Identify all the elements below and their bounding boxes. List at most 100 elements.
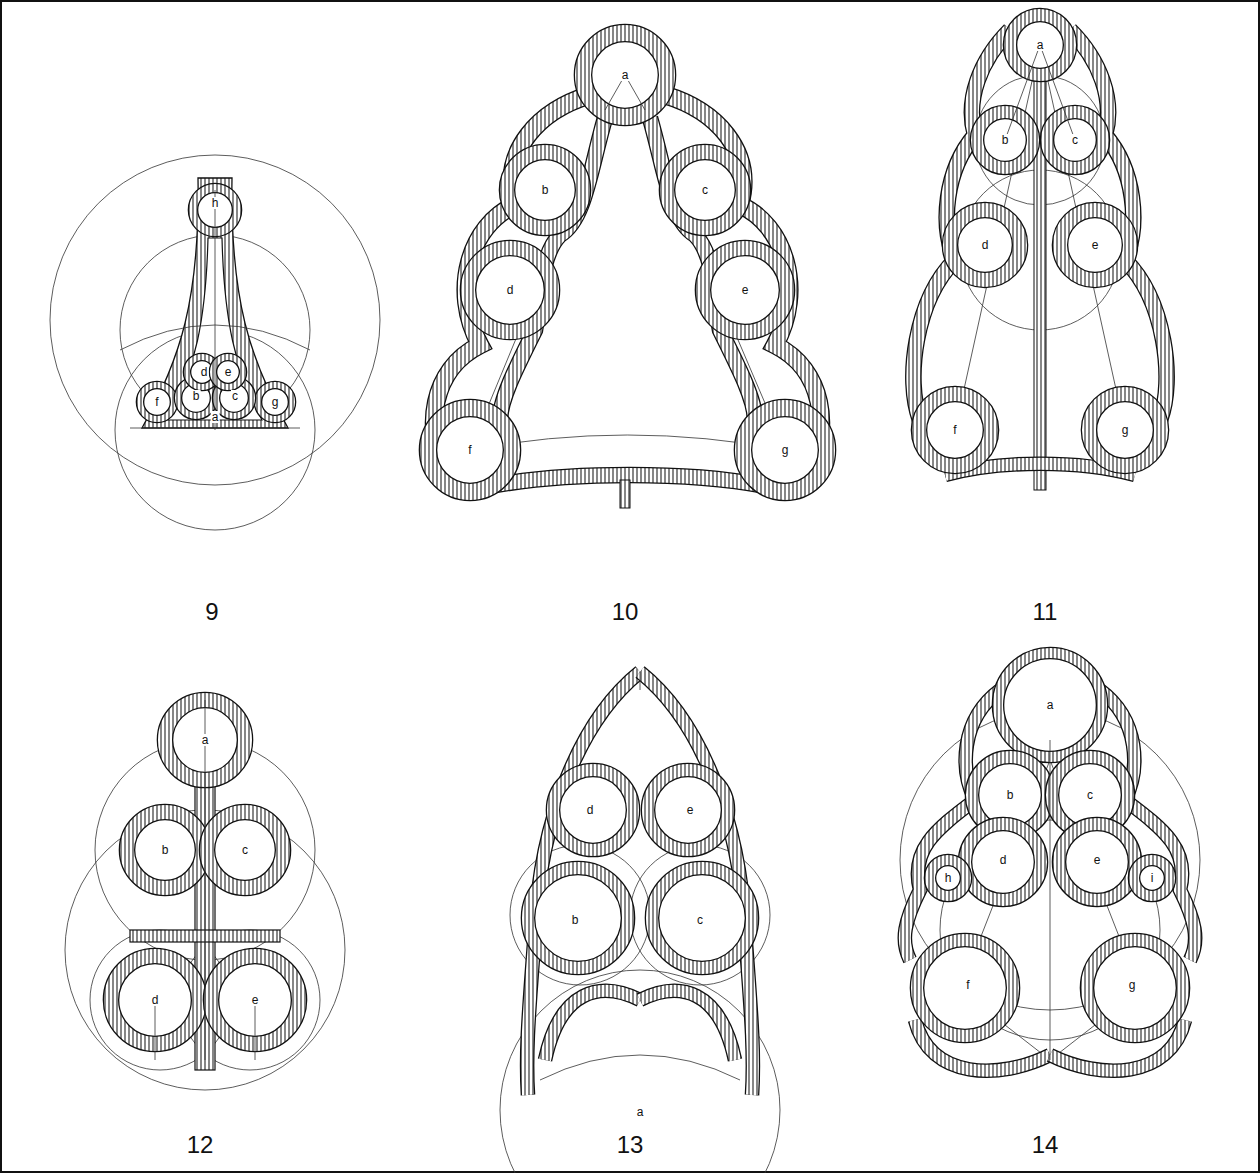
point-letter: a	[1036, 39, 1045, 51]
foil-bar	[965, 824, 1041, 900]
foil-bar	[553, 770, 633, 850]
foil-bar	[1010, 15, 1070, 75]
construction-line	[130, 428, 300, 429]
point-letter: c	[696, 914, 704, 926]
foil-bar	[1047, 112, 1103, 168]
point-letter: e	[1091, 239, 1100, 251]
tracery-bar	[545, 991, 640, 1060]
foil-bar	[507, 152, 583, 228]
point-letter: e	[224, 366, 233, 378]
construction-line	[155, 1000, 156, 1060]
tracery-bar	[640, 672, 753, 1095]
foil-edge	[213, 357, 243, 387]
construction-arc	[120, 325, 310, 350]
construction-line	[640, 672, 641, 690]
foil-edge	[207, 812, 283, 888]
foil-bar	[667, 152, 743, 228]
foil-edge	[652, 868, 752, 968]
figure-number: 14	[1032, 1133, 1059, 1157]
foil-edge	[140, 385, 174, 419]
point-letter: b	[571, 914, 580, 926]
bar-edge	[545, 991, 640, 1060]
foil-edge	[667, 152, 743, 228]
foil-bar	[583, 33, 667, 117]
foil-bar	[648, 770, 728, 850]
point-letter: b	[192, 390, 201, 402]
foil-bar	[207, 812, 283, 888]
foil-edge	[507, 152, 583, 228]
point-letter: a	[1046, 699, 1055, 711]
figure-number: 9	[205, 600, 218, 624]
foil-bar	[428, 408, 512, 492]
point-letter: e	[741, 284, 750, 296]
foil-edge	[1060, 210, 1130, 280]
foil-bar	[213, 357, 243, 387]
point-letter: c	[241, 844, 249, 856]
foil-bar	[1134, 860, 1170, 896]
point-letter: g	[1128, 979, 1137, 991]
point-letter: c	[1086, 789, 1094, 801]
point-letter: f	[965, 979, 970, 991]
foil-bar	[1059, 824, 1135, 900]
foil-edge	[428, 408, 512, 492]
point-letter: b	[1001, 134, 1010, 146]
foil-edge	[648, 770, 728, 850]
foil-bar	[127, 812, 203, 888]
foil-bar	[919, 394, 991, 466]
foil-bar	[140, 385, 174, 419]
point-letter: e	[1093, 854, 1102, 866]
foil-bar	[977, 112, 1033, 168]
point-letter: g	[781, 444, 790, 456]
point-letter: f	[952, 424, 957, 436]
foil-bar	[1087, 940, 1183, 1036]
point-letter: c	[231, 390, 239, 402]
foil-bar	[528, 868, 628, 968]
point-letter: d	[999, 854, 1008, 866]
figure-number: 10	[612, 600, 639, 624]
point-letter: b	[161, 844, 170, 856]
foil-edge	[1047, 112, 1103, 168]
point-letter: b	[1006, 789, 1015, 801]
point-letter: d	[981, 239, 990, 251]
foil-edge	[1059, 824, 1135, 900]
foil-edge	[917, 940, 1013, 1036]
foil-bar	[258, 385, 292, 419]
point-letter: h	[944, 872, 953, 884]
construction-circle	[50, 155, 380, 485]
foil-edge	[1010, 15, 1070, 75]
figure-number: 13	[617, 1133, 644, 1157]
foil-bar	[917, 940, 1013, 1036]
foil-edge	[528, 868, 628, 968]
construction-circle	[500, 970, 780, 1173]
foil-edge	[1087, 940, 1183, 1036]
point-letter: c	[701, 184, 709, 196]
foil-bar	[950, 210, 1020, 280]
point-letter: a	[621, 69, 630, 81]
point-letter: a	[201, 734, 210, 746]
bar-edge	[527, 672, 640, 1095]
foil-edge	[258, 385, 292, 419]
foil-bar	[743, 408, 827, 492]
construction-line	[215, 190, 216, 430]
point-letter: d	[506, 284, 515, 296]
tracery-bar	[527, 672, 640, 1095]
figure-number: 12	[187, 1133, 214, 1157]
tracery-bar	[640, 991, 735, 1060]
point-letter: a	[211, 411, 220, 423]
point-letter: b	[541, 184, 550, 196]
foil-edge	[553, 770, 633, 850]
foil-edge	[965, 824, 1041, 900]
bar-edge	[640, 991, 735, 1060]
foil-bar	[468, 248, 552, 332]
foil-bar	[703, 248, 787, 332]
point-letter: e	[251, 994, 260, 1006]
point-letter: c	[1071, 134, 1079, 146]
construction-line	[255, 1000, 256, 1060]
foil-bar	[652, 868, 752, 968]
point-letter: f	[467, 444, 472, 456]
foil-edge	[468, 248, 552, 332]
foil-edge	[703, 248, 787, 332]
foil-edge	[930, 860, 966, 896]
foil-edge	[919, 394, 991, 466]
